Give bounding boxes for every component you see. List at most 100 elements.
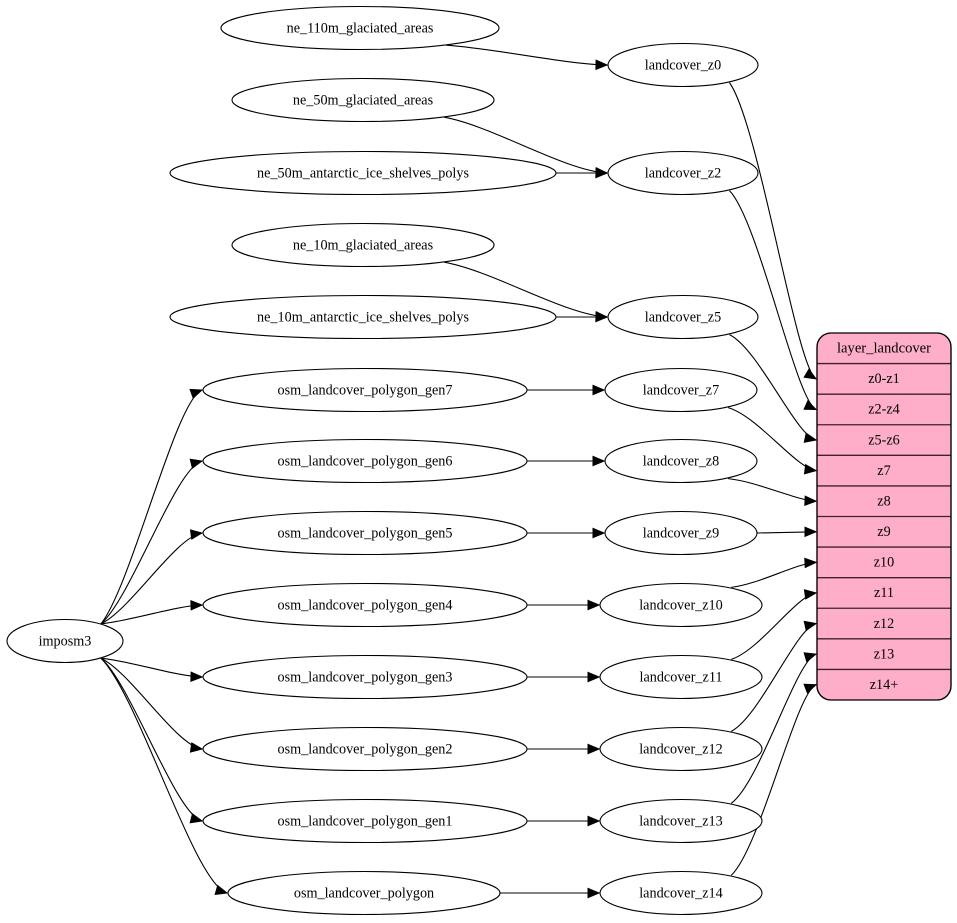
table-row-z12[interactable]: z12 [874,616,895,632]
nodes-layer: imposm3 ne_110m_glaciated_areas ne_50m_gla… [6,5,763,916]
edge-arrowhead [189,529,204,540]
edge-ne_50m_glaciated_areas-to-landcover_z2 [444,116,608,174]
edge-landcover_z14-to-layer_landcover_z14_ [730,684,817,876]
node-ellipse [202,510,528,556]
node-landcover_z11[interactable]: landcover_z11 [599,654,763,700]
node-ellipse [231,77,495,123]
node-ellipse [599,870,763,916]
table-row-z2-z4[interactable]: z2-z4 [868,402,900,418]
node-ellipse [604,438,758,484]
edge-arrowhead [587,671,601,683]
node-osm_landcover_polygon_gen6[interactable]: osm_landcover_polygon_gen6 [202,438,528,484]
node-label: osm_landcover_polygon_gen2 [278,741,453,757]
edge-imposm3-to-osm_landcover_polygon_gen6 [100,460,203,625]
node-ellipse [607,42,759,88]
node-landcover_z8[interactable]: landcover_z8 [604,438,758,484]
node-label: landcover_z2 [645,165,721,181]
node-label: osm_landcover_polygon_gen6 [278,453,453,469]
node-osm_landcover_polygon[interactable]: osm_landcover_polygon [227,870,501,916]
node-landcover_z14[interactable]: landcover_z14 [599,870,763,916]
edge-arrowhead [592,527,606,539]
node-landcover_z2[interactable]: landcover_z2 [607,150,759,196]
table-outline [816,332,952,701]
table-row-z14+[interactable]: z14+ [870,677,899,693]
edge-arrowhead [595,59,609,71]
node-label: landcover_z5 [645,309,721,325]
node-label: osm_landcover_polygon_gen7 [278,382,453,398]
edge-arrowhead [190,599,204,611]
node-landcover_z7[interactable]: landcover_z7 [604,367,758,413]
node-label: ne_110m_glaciated_areas [287,20,434,36]
edge-arrowhead [803,589,818,600]
node-landcover_z12[interactable]: landcover_z12 [599,726,763,772]
node-ne_50m_antarctic_ice_shelves_polys[interactable]: ne_50m_antarctic_ice_shelves_polys [169,150,557,196]
node-label: osm_landcover_polygon_gen5 [278,525,453,541]
table-row-z13[interactable]: z13 [874,646,895,662]
edge-arrowhead [587,815,601,827]
node-ellipse [599,582,763,628]
node-label: osm_landcover_polygon_gen1 [278,813,453,829]
edge-arrowhead [804,526,818,538]
node-osm_landcover_polygon_gen5[interactable]: osm_landcover_polygon_gen5 [202,510,528,556]
edge-arrowhead [592,455,606,467]
edge-arrowhead [803,652,818,663]
edge-arrowhead [189,388,204,399]
node-osm_landcover_polygon_gen4[interactable]: osm_landcover_polygon_gen4 [202,582,528,628]
node-landcover_z5[interactable]: landcover_z5 [607,294,759,340]
table-row-z8[interactable]: z8 [877,493,890,509]
edge-arrowhead [803,463,818,475]
edge-ne_110m_glaciated_areas-to-landcover_z0 [446,44,608,66]
node-landcover_z10[interactable]: landcover_z10 [599,582,763,628]
table-row-z10[interactable]: z10 [874,555,895,571]
node-label: osm_landcover_polygon_gen4 [278,597,453,613]
edges-layer [100,44,818,899]
layer-table-title: layer_landcover [837,341,931,357]
node-ne_10m_antarctic_ice_shelves_polys[interactable]: ne_10m_antarctic_ice_shelves_polys [169,294,557,340]
node-ne_10m_glaciated_areas[interactable]: ne_10m_glaciated_areas [231,222,495,268]
node-ellipse [599,654,763,700]
node-label: landcover_z9 [643,525,719,541]
node-ellipse [169,294,557,340]
edge-imposm3-to-osm_landcover_polygon_gen3 [100,657,203,678]
node-label: ne_10m_glaciated_areas [293,237,434,253]
node-ellipse [202,726,528,772]
edge-arrowhead [803,620,818,632]
node-ellipse [202,582,528,628]
edge-arrowhead [595,167,609,179]
node-landcover_z0[interactable]: landcover_z0 [607,42,759,88]
node-ellipse [227,870,501,916]
node-ellipse [607,294,759,340]
node-osm_landcover_polygon_gen1[interactable]: osm_landcover_polygon_gen1 [202,798,528,844]
node-label: landcover_z10 [639,597,723,613]
edge-imposm3-to-osm_landcover_polygon_gen1 [100,657,203,822]
node-ellipse [231,222,495,268]
edge-imposm3-to-osm_landcover_polygon_gen4 [100,604,203,625]
node-label: landcover_z11 [640,669,723,685]
edge-imposm3-to-osm_landcover_polygon_gen5 [100,532,203,625]
node-ellipse [202,654,528,700]
node-ellipse [202,798,528,844]
node-osm_landcover_polygon_gen2[interactable]: osm_landcover_polygon_gen2 [202,726,528,772]
node-osm_landcover_polygon_gen7[interactable]: osm_landcover_polygon_gen7 [202,367,528,413]
table-row-z5-z6[interactable]: z5-z6 [868,432,900,448]
node-ellipse [220,5,500,51]
node-ellipse [599,726,763,772]
node-label: osm_landcover_polygon_gen3 [278,669,453,685]
edge-arrowhead [587,599,601,611]
node-label: imposm3 [39,633,92,649]
edge-arrowhead [803,399,818,410]
table-row-z11[interactable]: z11 [874,585,894,601]
node-ne_50m_glaciated_areas[interactable]: ne_50m_glaciated_areas [231,77,495,123]
node-label: landcover_z0 [645,57,721,73]
table-row-z9[interactable]: z9 [877,524,890,540]
node-ne_110m_glaciated_areas[interactable]: ne_110m_glaciated_areas [220,5,500,51]
node-landcover_z13[interactable]: landcover_z13 [599,798,763,844]
edge-arrowhead [804,557,818,569]
table-row-z7[interactable]: z7 [877,463,890,479]
node-landcover_z9[interactable]: landcover_z9 [604,510,758,556]
node-osm_landcover_polygon_gen3[interactable]: osm_landcover_polygon_gen3 [202,654,528,700]
table-row-z0-z1[interactable]: z0-z1 [868,371,900,387]
edge-arrowhead [592,384,606,396]
node-imposm3[interactable]: imposm3 [6,618,124,664]
